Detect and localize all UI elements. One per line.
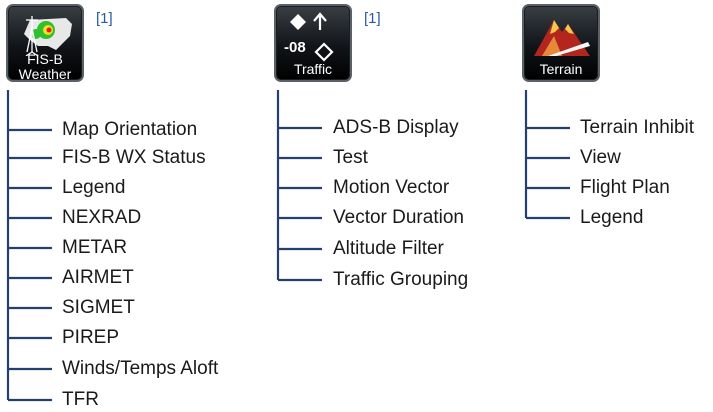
traffic-button[interactable]: -08 Traffic bbox=[274, 4, 352, 82]
menu-item[interactable]: Map Orientation bbox=[62, 119, 198, 140]
menu-item[interactable]: NEXRAD bbox=[62, 207, 142, 228]
menu-item[interactable]: Traffic Grouping bbox=[333, 269, 469, 290]
button-label-line-1: FIS-B bbox=[27, 51, 63, 67]
menu-item[interactable]: Winds/Temps Aloft bbox=[62, 358, 219, 379]
traffic-icon: -08 bbox=[284, 12, 334, 62]
footnote-marker: [1] bbox=[364, 10, 381, 27]
terrain-icon bbox=[534, 20, 590, 56]
menu-item[interactable]: Motion Vector bbox=[333, 177, 450, 198]
menu-item[interactable]: Altitude Filter bbox=[333, 238, 444, 259]
menu-item[interactable]: Legend bbox=[580, 207, 644, 228]
fis-b-weather-icon bbox=[24, 16, 72, 56]
menu-item[interactable]: Vector Duration bbox=[333, 207, 464, 228]
menu-item[interactable]: Test bbox=[333, 147, 368, 168]
menu-item[interactable]: SIGMET bbox=[62, 297, 135, 318]
menu-item[interactable]: TFR bbox=[62, 389, 99, 410]
traffic-altitude-text: -08 bbox=[284, 39, 306, 56]
menu-item[interactable]: View bbox=[580, 147, 621, 168]
button-label: Traffic bbox=[293, 61, 333, 77]
footnote-marker: [1] bbox=[96, 10, 113, 27]
menu-item[interactable]: METAR bbox=[62, 237, 128, 258]
menu-item[interactable]: AIRMET bbox=[62, 267, 134, 288]
menu-item[interactable]: Legend bbox=[62, 177, 126, 198]
button-label-line-2: Weather bbox=[18, 66, 72, 82]
menu-item[interactable]: ADS-B Display bbox=[333, 117, 459, 138]
terrain-button[interactable]: Terrain bbox=[522, 4, 600, 82]
menu-item[interactable]: FIS-B WX Status bbox=[62, 147, 206, 168]
menu-item[interactable]: Flight Plan bbox=[580, 177, 670, 198]
button-label: Terrain bbox=[539, 61, 583, 77]
menu-item[interactable]: PIREP bbox=[62, 327, 120, 348]
menu-item[interactable]: Terrain Inhibit bbox=[580, 117, 695, 138]
